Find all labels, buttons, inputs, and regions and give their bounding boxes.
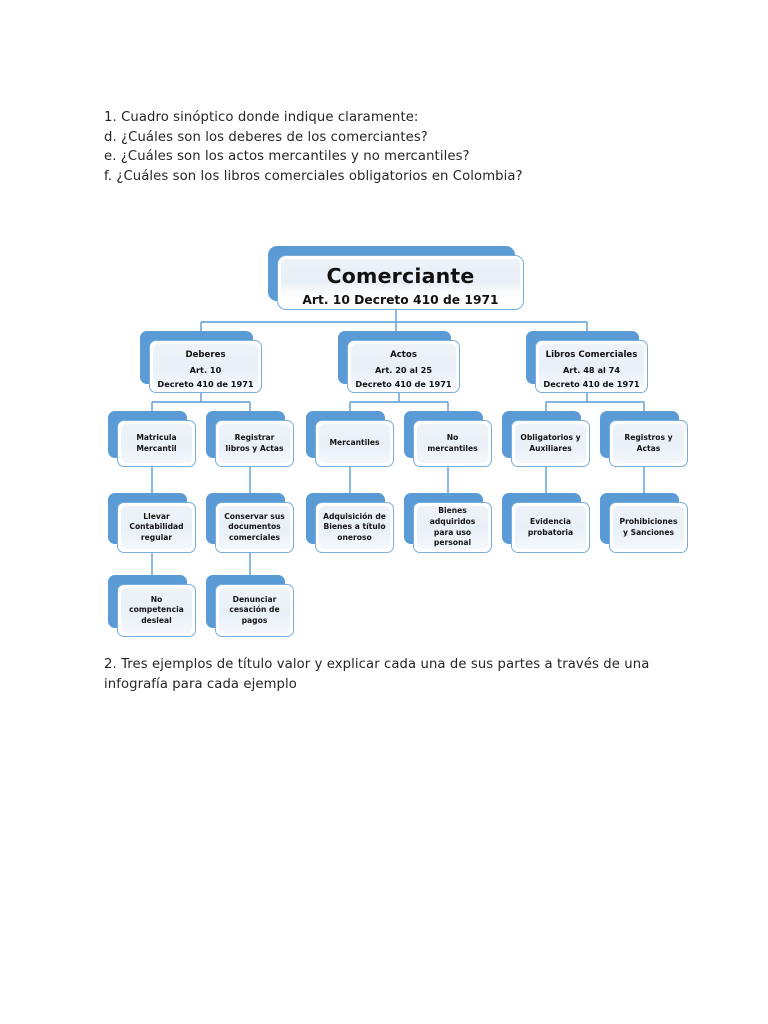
node-label: Prohibiciones y Sanciones xyxy=(619,516,678,537)
node-card: Prohibiciones y Sanciones xyxy=(609,502,688,553)
intro-line-4: f. ¿Cuáles son los libros comerciales ob… xyxy=(104,168,523,184)
node-llevar-contabilidad-regular[interactable]: Llevar Contabilidad regular xyxy=(108,493,196,553)
node-no-competencia-desleal[interactable]: No competencia desleal xyxy=(108,575,196,637)
intro-line-3: e. ¿Cuáles son los actos mercantiles y n… xyxy=(104,149,470,164)
node-root-comerciante[interactable]: Comerciante Art. 10 Decreto 410 de 1971 xyxy=(268,246,524,310)
outro-text-block: 2. Tres ejemplos de título valor y expli… xyxy=(104,655,689,694)
node-card: Conservar sus documentos comerciales xyxy=(215,502,294,553)
node-label: Registros y Actas xyxy=(624,432,673,453)
node-inner: Deberes Art. 10 Decreto 410 de 1971 xyxy=(153,344,258,389)
node-card: Registrar libros y Actas xyxy=(215,420,294,467)
node-conservar-documentos-comerciales[interactable]: Conservar sus documentos comerciales xyxy=(206,493,294,553)
node-card: Denunciar cesación de pagos xyxy=(215,584,294,637)
node-card: Registros y Actas xyxy=(609,420,688,467)
intro-line-1: 1. Cuadro sinóptico donde indique claram… xyxy=(104,110,419,125)
outro-line-1: 2. Tres ejemplos de título valor y expli… xyxy=(104,657,650,692)
node-label: Evidencia probatoria xyxy=(527,516,574,537)
node-deberes[interactable]: Deberes Art. 10 Decreto 410 de 1971 xyxy=(140,331,262,393)
root-title: Comerciante xyxy=(326,264,475,288)
node-libros-comerciales[interactable]: Libros Comerciales Art. 48 al 74 Decreto… xyxy=(526,331,648,393)
node-label: Registrar libros y Actas xyxy=(225,432,284,453)
node-prohibiciones-sanciones[interactable]: Prohibiciones y Sanciones xyxy=(600,493,688,553)
node-inner: No mercantiles xyxy=(417,424,488,463)
node-card: Deberes Art. 10 Decreto 410 de 1971 xyxy=(149,340,262,393)
node-decree: Decreto 410 de 1971 xyxy=(355,379,452,389)
root-subtitle: Art. 10 Decreto 410 de 1971 xyxy=(302,293,499,307)
intro-text-block: 1. Cuadro sinóptico donde indique claram… xyxy=(104,108,704,186)
node-inner: Bienes adquiridos para uso personal xyxy=(417,506,488,549)
node-registros-actas[interactable]: Registros y Actas xyxy=(600,411,688,467)
node-card: Obligatorios y Auxiliares xyxy=(511,420,590,467)
node-label: Adquisición de Bienes a título oneroso xyxy=(323,511,386,542)
node-inner: Adquisición de Bienes a título oneroso xyxy=(319,506,390,549)
node-label: No competencia desleal xyxy=(129,594,184,625)
node-evidencia-probatoria[interactable]: Evidencia probatoria xyxy=(502,493,590,553)
node-inner: No competencia desleal xyxy=(121,588,192,633)
node-inner: Evidencia probatoria xyxy=(515,506,586,549)
node-article: Art. 48 al 74 xyxy=(562,365,621,375)
node-inner: Registrar libros y Actas xyxy=(219,424,290,463)
node-card: Mercantiles xyxy=(315,420,394,467)
node-card: Bienes adquiridos para uso personal xyxy=(413,502,492,553)
node-label: Conservar sus documentos comerciales xyxy=(224,511,285,542)
node-inner: Registros y Actas xyxy=(613,424,684,463)
node-bienes-adquiridos-uso-personal[interactable]: Bienes adquiridos para uso personal xyxy=(404,493,492,553)
node-inner: Actos Art. 20 al 25 Decreto 410 de 1971 xyxy=(351,344,456,389)
node-obligatorios-auxiliares[interactable]: Obligatorios y Auxiliares xyxy=(502,411,590,467)
node-card: Matricula Mercantil xyxy=(117,420,196,467)
node-label: Bienes adquiridos para uso personal xyxy=(429,506,476,548)
node-actos[interactable]: Actos Art. 20 al 25 Decreto 410 de 1971 xyxy=(338,331,460,393)
node-mercantiles[interactable]: Mercantiles xyxy=(306,411,394,467)
node-inner: Conservar sus documentos comerciales xyxy=(219,506,290,549)
node-inner: Obligatorios y Auxiliares xyxy=(515,424,586,463)
node-registrar-libros-actas[interactable]: Registrar libros y Actas xyxy=(206,411,294,467)
node-inner: Denunciar cesación de pagos xyxy=(219,588,290,633)
intro-line-2: d. ¿Cuáles son los deberes de los comerc… xyxy=(104,129,428,145)
node-label: Matricula Mercantil xyxy=(136,432,177,453)
node-inner: Libros Comerciales Art. 48 al 74 Decreto… xyxy=(539,344,644,389)
node-inner: Mercantiles xyxy=(319,424,390,463)
node-card: Comerciante Art. 10 Decreto 410 de 1971 xyxy=(277,255,524,310)
node-inner: Matricula Mercantil xyxy=(121,424,192,463)
node-label: Llevar Contabilidad regular xyxy=(129,511,184,542)
node-no-mercantiles[interactable]: No mercantiles xyxy=(404,411,492,467)
node-label: Mercantiles xyxy=(329,438,380,448)
node-card: Adquisición de Bienes a título oneroso xyxy=(315,502,394,553)
node-label: Denunciar cesación de pagos xyxy=(229,594,280,625)
node-decree: Decreto 410 de 1971 xyxy=(543,379,640,389)
node-matricula-mercantil[interactable]: Matricula Mercantil xyxy=(108,411,196,467)
node-label: No mercantiles xyxy=(427,432,478,453)
node-denunciar-cesacion-pagos[interactable]: Denunciar cesación de pagos xyxy=(206,575,294,637)
node-card: No mercantiles xyxy=(413,420,492,467)
node-card: Actos Art. 20 al 25 Decreto 410 de 1971 xyxy=(347,340,460,393)
node-inner: Llevar Contabilidad regular xyxy=(121,506,192,549)
node-label: Obligatorios y Auxiliares xyxy=(520,432,581,453)
node-inner: Comerciante Art. 10 Decreto 410 de 1971 xyxy=(281,259,520,307)
node-title: Actos xyxy=(390,350,417,360)
node-card: Evidencia probatoria xyxy=(511,502,590,553)
node-article: Art. 10 xyxy=(189,365,222,375)
node-title: Deberes xyxy=(185,350,226,360)
node-decree: Decreto 410 de 1971 xyxy=(157,379,254,389)
node-inner: Prohibiciones y Sanciones xyxy=(613,506,684,549)
node-adquisicion-bienes-titulo-oneroso[interactable]: Adquisición de Bienes a título oneroso xyxy=(306,493,394,553)
node-article: Art. 20 al 25 xyxy=(374,365,433,375)
node-title: Libros Comerciales xyxy=(545,350,638,360)
node-card: Libros Comerciales Art. 48 al 74 Decreto… xyxy=(535,340,648,393)
node-card: Llevar Contabilidad regular xyxy=(117,502,196,553)
node-card: No competencia desleal xyxy=(117,584,196,637)
